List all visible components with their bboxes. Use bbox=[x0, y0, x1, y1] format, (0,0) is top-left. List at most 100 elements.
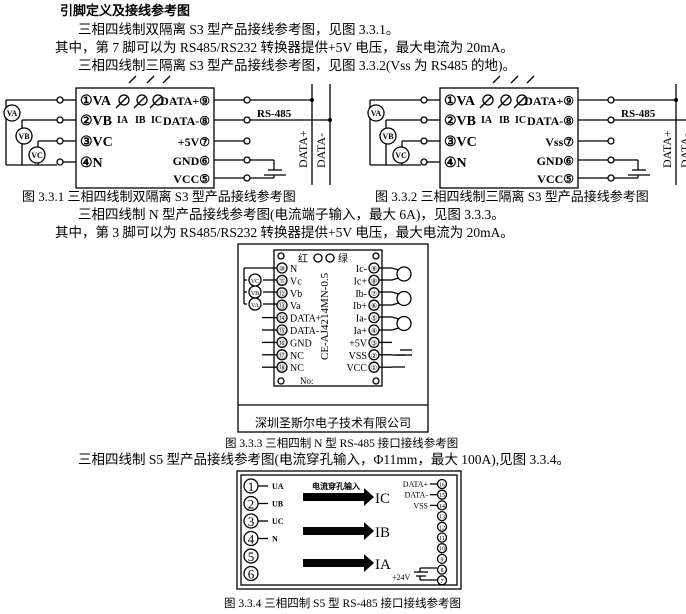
voltmeter-icon bbox=[379, 127, 397, 145]
meter-label: VC bbox=[395, 151, 407, 160]
pin-number-circle bbox=[276, 299, 288, 311]
junction bbox=[674, 98, 678, 102]
arrow-icon bbox=[128, 75, 137, 84]
pin-number-circle bbox=[276, 287, 288, 299]
current-label: IC bbox=[375, 491, 390, 507]
pin-label: Ia+ bbox=[354, 326, 368, 337]
pin-number: ⑤ bbox=[371, 315, 377, 323]
voltmeter-icon bbox=[367, 104, 385, 122]
current-arrow-icon bbox=[303, 488, 374, 506]
pin-number-circle bbox=[436, 521, 448, 532]
current-arrow-icon bbox=[303, 522, 374, 540]
current-label: IC bbox=[151, 115, 162, 126]
pin-number: 11 bbox=[439, 536, 445, 542]
screw-icon bbox=[372, 252, 380, 260]
led-green-label: 绿 bbox=[338, 252, 348, 265]
pin-number-circle bbox=[436, 500, 448, 511]
meter-label: VB bbox=[251, 291, 259, 297]
pin-number: ⑮ bbox=[279, 327, 286, 335]
junction bbox=[310, 98, 314, 102]
pin-number: 6 bbox=[248, 567, 255, 582]
pin-label: GND bbox=[290, 338, 312, 349]
junction bbox=[328, 118, 332, 122]
pin-label: DATA+⑨ bbox=[160, 94, 210, 108]
terminal bbox=[243, 137, 251, 145]
pin-label: UB bbox=[272, 500, 284, 509]
wire bbox=[149, 96, 162, 109]
pin-label: DATA+ bbox=[290, 314, 322, 325]
module-outline bbox=[75, 87, 215, 189]
meter-label: VA bbox=[371, 109, 382, 118]
pin-number-circle bbox=[436, 510, 448, 522]
pin-label: VCC⑤ bbox=[537, 172, 574, 186]
led-icon bbox=[313, 253, 323, 263]
pin-number: ⑥ bbox=[371, 302, 377, 310]
pin-number-circle bbox=[436, 553, 448, 565]
bus-line-label: DATA- bbox=[314, 133, 328, 168]
current-label: IA bbox=[481, 115, 493, 126]
pin-number: ⑯ bbox=[279, 339, 286, 347]
wire bbox=[133, 96, 146, 109]
figure-caption-3-3-2: 图 3.3.2 三相四线制三隔离 S3 型产品接线参考图 bbox=[375, 189, 649, 204]
pin-number: 8 bbox=[441, 568, 444, 574]
pin-label: +5V bbox=[349, 338, 368, 349]
pin-number-circle bbox=[436, 532, 448, 543]
pin-label: ②VB bbox=[444, 114, 476, 129]
pin-number: ⑪ bbox=[279, 277, 286, 285]
pin-label: ④N bbox=[444, 156, 467, 171]
screw-icon bbox=[277, 252, 285, 260]
arrow-icon bbox=[162, 75, 171, 84]
pin-number: 9 bbox=[441, 557, 444, 563]
pin-number: 1 bbox=[248, 479, 255, 494]
pin-label: NC bbox=[290, 351, 304, 362]
arrow-icon bbox=[510, 75, 519, 84]
meter-label: VC bbox=[31, 151, 43, 160]
voltmeter-icon bbox=[392, 146, 410, 164]
supply-label: +24V bbox=[392, 573, 411, 582]
pin-number-circle bbox=[243, 565, 259, 582]
pin-label: Ic- bbox=[356, 264, 367, 275]
pin-label: GND⑥ bbox=[537, 154, 575, 168]
pin-number: 15 bbox=[439, 493, 445, 499]
terminal bbox=[56, 158, 64, 166]
wire bbox=[479, 96, 492, 109]
pin-label: DATA+ bbox=[403, 480, 429, 489]
pin-number: ⑬ bbox=[279, 302, 286, 310]
pin-label: ①VA bbox=[444, 94, 476, 109]
current-arrow-icon bbox=[303, 554, 374, 572]
paragraph: 其中，第 3 脚可以为 RS485/RS232 转换器提供+5V 电压，最大电流… bbox=[55, 225, 514, 240]
pin-number: 10 bbox=[439, 547, 445, 553]
paragraph: 三相四线制 N 型产品接线参考图(电流端子输入，最大 6A)，见图 3.3.3。 bbox=[78, 207, 505, 222]
voltmeter-icon bbox=[3, 104, 21, 122]
company-name: 深圳圣斯尔电子技术有限公司 bbox=[255, 415, 411, 430]
pin-number-circle bbox=[436, 575, 448, 586]
pin-label: Ib- bbox=[355, 289, 367, 300]
pin-label: VSS bbox=[413, 501, 428, 510]
voltmeter-icon bbox=[15, 127, 33, 145]
pin-number: 2 bbox=[248, 497, 255, 512]
bus-line-label: DATA+ bbox=[660, 130, 674, 168]
pin-label: N bbox=[290, 264, 297, 275]
pin-number: ① bbox=[371, 364, 377, 372]
meter-label: VC bbox=[251, 279, 259, 285]
bus-label: RS-485 bbox=[257, 108, 292, 120]
pin-number: ② bbox=[371, 352, 377, 360]
meter-label: VB bbox=[18, 132, 30, 141]
screw-icon bbox=[372, 377, 380, 385]
pin-label: Vss⑦ bbox=[545, 135, 574, 149]
pin-label: Ib+ bbox=[353, 301, 367, 312]
led-icon bbox=[325, 253, 335, 263]
current-label: IB bbox=[375, 525, 390, 541]
pin-number: 5 bbox=[248, 549, 255, 564]
pin-label: Vc bbox=[290, 276, 302, 287]
pin-number: ③ bbox=[371, 339, 377, 347]
pin-number: 3 bbox=[248, 514, 255, 529]
pin-label: UC bbox=[272, 517, 284, 526]
voltmeter-icon bbox=[248, 297, 262, 311]
module-outline bbox=[439, 87, 579, 189]
pin-number: 14 bbox=[439, 504, 445, 510]
serial-number-label: No: bbox=[300, 376, 314, 386]
meter-label: VB bbox=[382, 132, 394, 141]
